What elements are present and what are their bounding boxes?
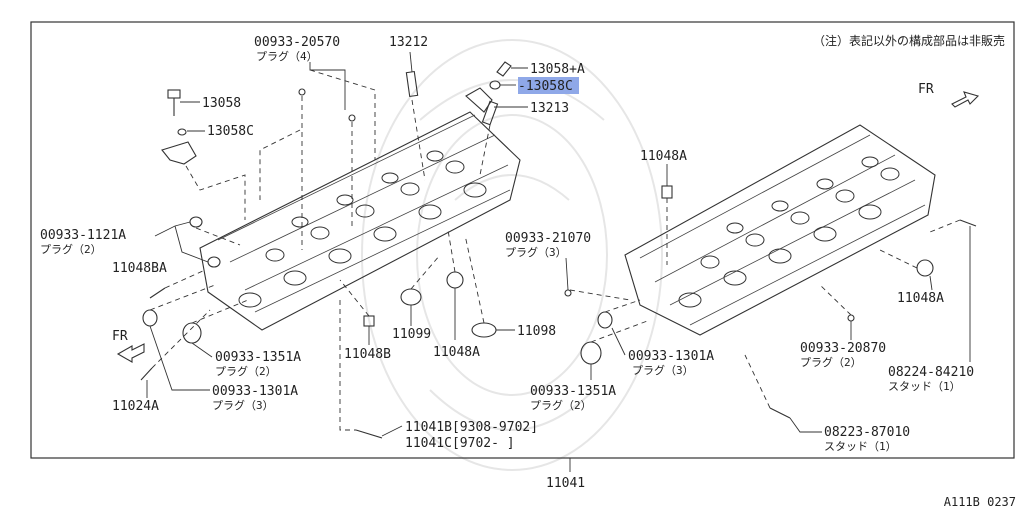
fr-label-left: FR — [112, 329, 128, 344]
dashed-guides — [149, 69, 961, 431]
label-00933-1351A-right: 00933-1351A — [530, 384, 616, 399]
label-11048BA: 11048BA — [112, 261, 167, 276]
sub-00933-21070: プラグ（3） — [505, 245, 567, 259]
sub-00933-1121A: プラグ（2） — [40, 242, 102, 256]
leader-lines — [146, 51, 971, 472]
highlight-box — [518, 77, 579, 94]
labels: （注）表記以外の構成部品は非販売 FR FR A111B 0237 00933-… — [40, 33, 1016, 509]
label-13058A: 13058+A — [530, 62, 585, 77]
fr-label-right: FR — [918, 82, 934, 97]
label-11048A-right: 11048A — [897, 291, 944, 306]
left-cylinder-head — [199, 111, 521, 331]
label-13058: 13058 — [202, 96, 241, 111]
label-08223-87010: 08223-87010 — [824, 425, 910, 440]
label-00933-1351A-left: 00933-1351A — [215, 350, 301, 365]
drawing-code: A111B 0237 — [944, 495, 1016, 509]
sub-00933-1351A-right: プラグ（2） — [530, 398, 592, 412]
sub-08224-84210: スタッド（1） — [888, 380, 961, 393]
label-11041B: 11041B[9308-9702] — [405, 420, 538, 435]
sub-00933-1351A-left: プラグ（2） — [215, 364, 277, 378]
label-00933-1121A: 00933-1121A — [40, 228, 126, 243]
fr-arrow-left-icon — [116, 343, 145, 363]
sub-00933-20570: プラグ（4） — [256, 49, 318, 63]
label-00933-1301A-right: 00933-1301A — [628, 349, 714, 364]
label-11041C: 11041C[9702- ] — [405, 436, 515, 451]
label-11048A-mid: 11048A — [433, 345, 480, 360]
note-text: （注）表記以外の構成部品は非販売 — [813, 33, 1005, 48]
label-13212: 13212 — [389, 35, 428, 50]
label-13213: 13213 — [530, 101, 569, 116]
label-11024A: 11024A — [112, 399, 159, 414]
label-13058C-highlight: -13058C — [518, 79, 573, 94]
label-13058C: 13058C — [207, 124, 254, 139]
fr-arrow-right-icon — [951, 91, 980, 108]
label-00933-20570: 00933-20570 — [254, 35, 340, 50]
sub-08223-87010: スタッド（1） — [824, 440, 897, 453]
watermark-emblem — [361, 39, 663, 471]
label-11041: 11041 — [546, 476, 585, 491]
label-00933-20870: 00933-20870 — [800, 341, 886, 356]
sub-00933-1301A-left: プラグ（3） — [212, 398, 274, 412]
label-11099: 11099 — [392, 327, 431, 342]
label-00933-1301A-left: 00933-1301A — [212, 384, 298, 399]
label-11048A-top: 11048A — [640, 149, 687, 164]
label-11098: 11098 — [517, 324, 556, 339]
label-08224-84210: 08224-84210 — [888, 365, 974, 380]
sub-00933-20870: プラグ（2） — [800, 355, 862, 369]
label-00933-21070: 00933-21070 — [505, 231, 591, 246]
right-cylinder-head — [624, 124, 936, 336]
diagram-frame — [30, 21, 1015, 459]
label-11048B: 11048B — [344, 347, 391, 362]
sub-00933-1301A-right: プラグ（3） — [632, 363, 694, 377]
